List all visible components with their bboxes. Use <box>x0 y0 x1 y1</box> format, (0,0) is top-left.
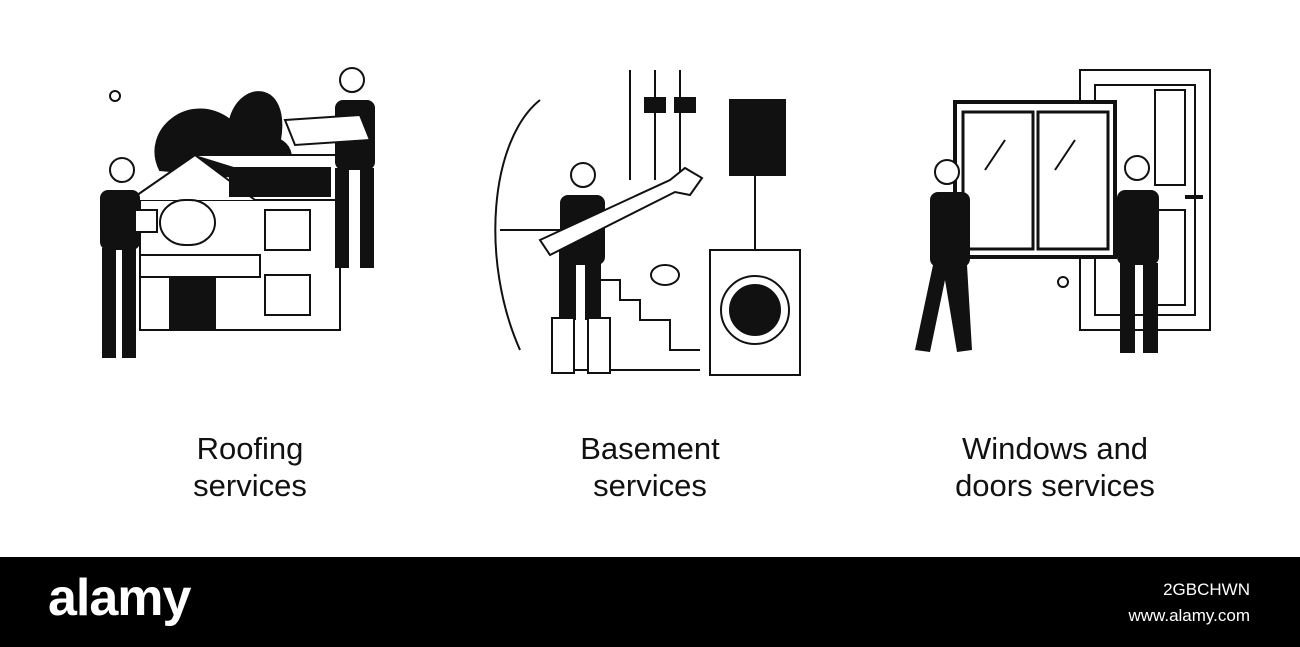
image-id: 2GBCHWN <box>1163 580 1250 599</box>
caption-line-1: Windows and <box>961 431 1149 466</box>
footer-bar <box>0 557 1300 647</box>
basement-caption: Basement services <box>440 430 860 504</box>
windows-doors-caption: Windows and doors services <box>845 430 1265 504</box>
caption-line-2: services <box>593 468 707 503</box>
roofing-caption: Roofing services <box>40 430 460 504</box>
roofing-illustration-icon <box>100 67 375 358</box>
basement-panel: Basement services <box>440 0 860 557</box>
site-url: www.alamy.com <box>1128 606 1250 625</box>
roofing-panel: Roofing services <box>40 0 460 557</box>
alamy-logo: alamy <box>48 569 191 627</box>
caption-line-1: Basement <box>580 431 720 466</box>
basement-illustration-icon <box>494 70 801 376</box>
windows-doors-panel: Windows and doors services <box>845 0 1265 557</box>
caption-line-1: Roofing <box>196 431 304 466</box>
caption-line-2: services <box>193 468 307 503</box>
windows-doors-illustration-icon <box>915 69 1211 353</box>
caption-line-2: doors services <box>955 468 1155 503</box>
